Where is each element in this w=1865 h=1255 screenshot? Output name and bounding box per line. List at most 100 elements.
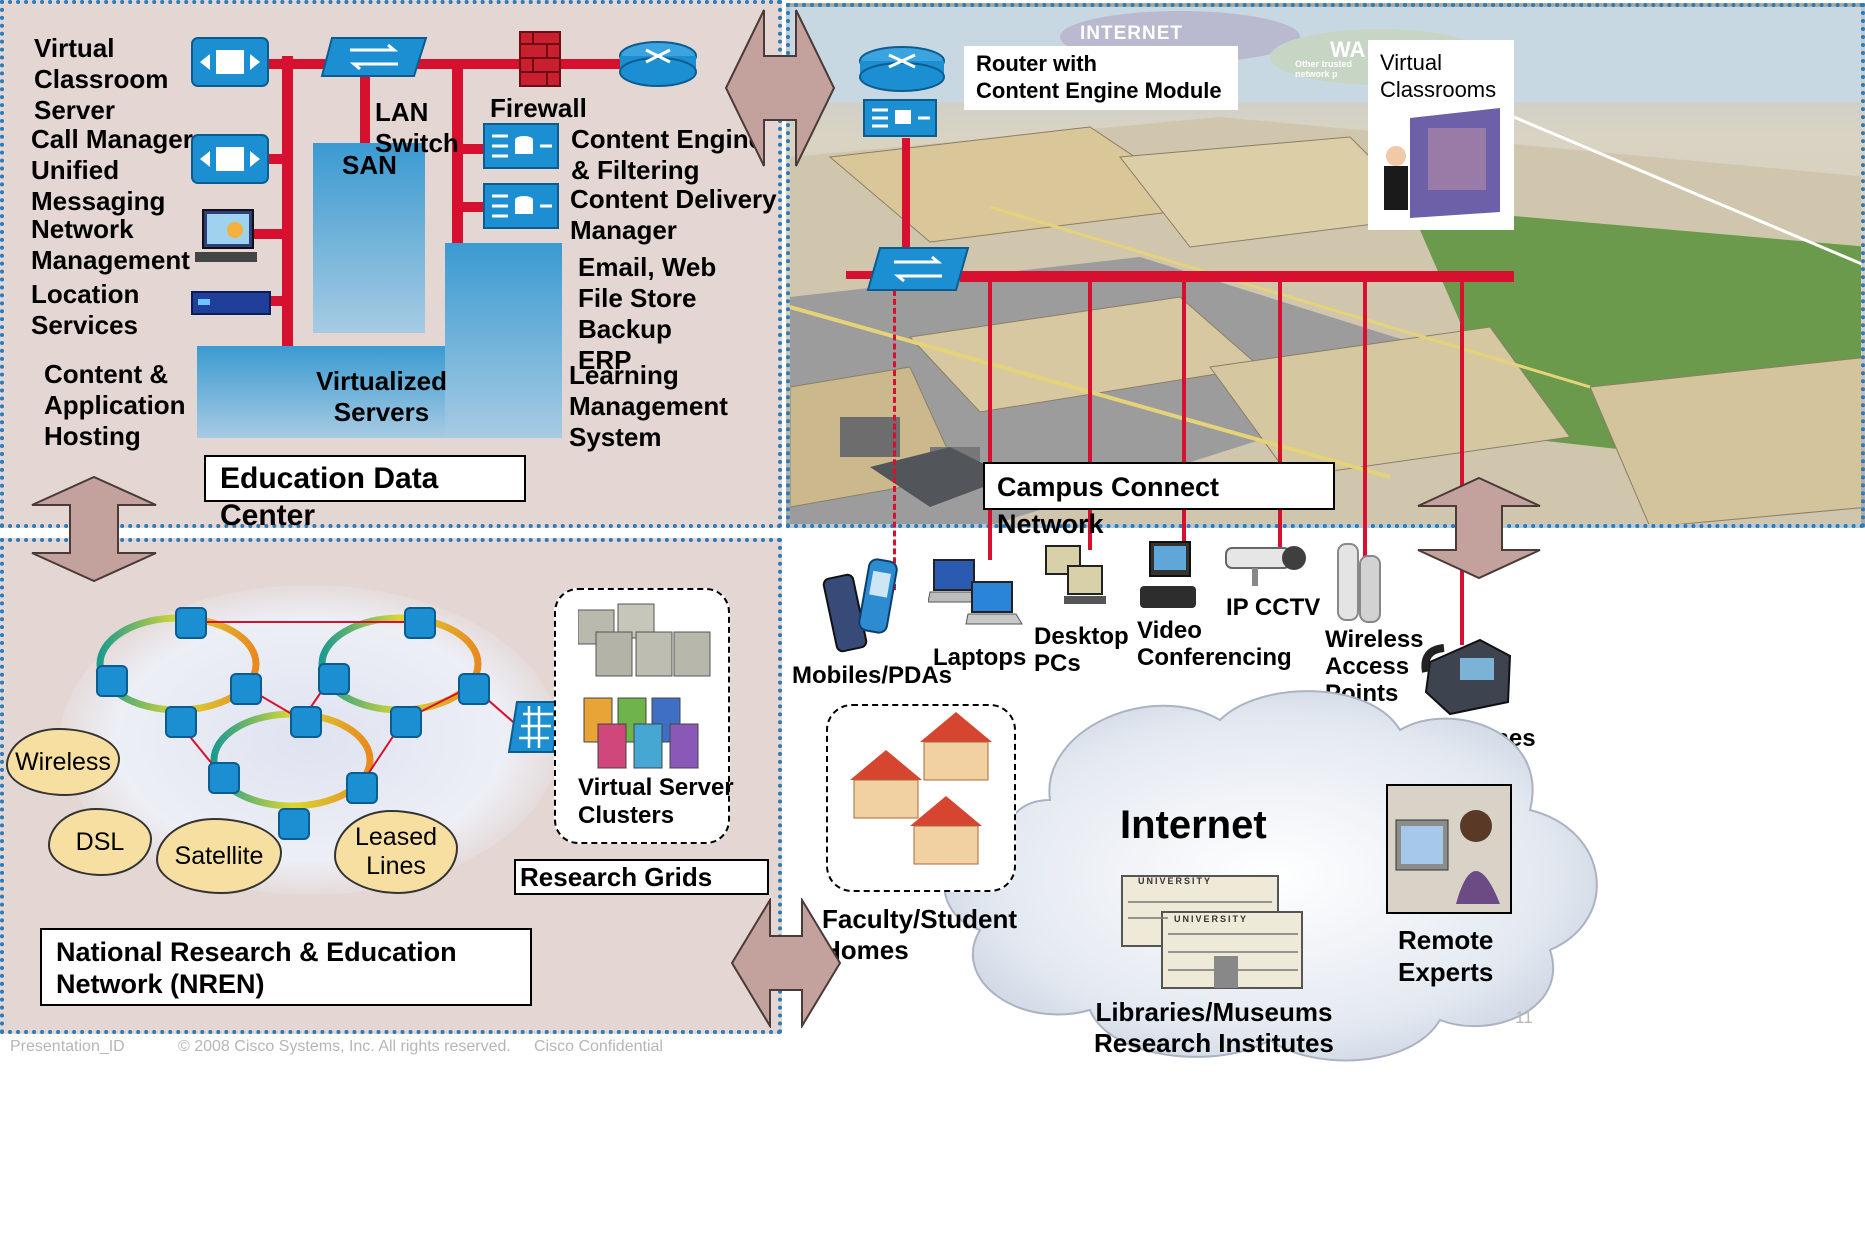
ip-phone-icon xyxy=(191,37,269,87)
laptops-icon xyxy=(928,559,1023,625)
firewall-icon xyxy=(519,31,561,87)
nren-router-node-icon xyxy=(318,663,350,695)
nren-router-node-icon xyxy=(230,673,262,705)
campus-connect-network-title: Campus Connect Network xyxy=(983,462,1335,539)
remote-expert-image xyxy=(1386,784,1512,914)
desktop-pcs-label: Desktop PCs xyxy=(1034,623,1129,677)
campus-drop-1 xyxy=(988,280,992,560)
campus-left-stub xyxy=(846,271,876,279)
virtualized-servers-label: Virtualized Servers xyxy=(316,366,448,427)
content-delivery-manager-icon xyxy=(483,183,559,229)
nren-router-node-icon xyxy=(96,665,128,697)
virtualized-servers-block xyxy=(197,346,445,438)
footer-copyright: © 2008 Cisco Systems, Inc. All rights re… xyxy=(178,1038,511,1055)
content-delivery-label: Content Delivery Manager xyxy=(570,184,777,245)
dc-link-ce xyxy=(455,144,495,154)
app-servers-block xyxy=(445,243,562,438)
server-rack-icons xyxy=(578,603,711,769)
virtual-server-clusters-label: Virtual Server Clusters xyxy=(578,774,734,829)
network-management-computer-icon xyxy=(195,209,257,262)
double-arrow-datacenter-campus-icon xyxy=(724,9,836,167)
lms-label: Learning Management System xyxy=(569,360,728,452)
leased-lines-cloud: Leased Lines xyxy=(334,810,458,894)
content-engine-icon xyxy=(483,123,559,169)
apps-label: Email, Web File Store Backup ERP xyxy=(578,252,717,375)
nren-router-node-icon xyxy=(208,762,240,794)
university-sign-back: UNIVERSITY xyxy=(1138,876,1213,886)
ip-cctv-label: IP CCTV xyxy=(1226,594,1321,621)
nren-router-node-icon xyxy=(346,772,378,804)
wireless-cloud: Wireless xyxy=(6,728,120,796)
education-data-center-title: Education Data Center xyxy=(204,455,526,532)
dc-link-netmgmt xyxy=(240,229,290,239)
video-conferencing-label: Video Conferencing xyxy=(1137,617,1292,671)
dc-link-cdm xyxy=(455,202,495,212)
content-hosting-label: Content & Application Hosting xyxy=(44,359,186,451)
dc-switch-down xyxy=(360,70,370,148)
nren-router-node-icon xyxy=(404,607,436,639)
dc-top-link xyxy=(238,59,628,69)
lan-switch-icon xyxy=(320,37,428,77)
firewall-label: Firewall xyxy=(490,93,587,123)
wireless-access-point-icon xyxy=(1337,543,1381,623)
router-content-engine-label: Router with Content Engine Module xyxy=(964,46,1238,110)
router-icon xyxy=(619,41,697,87)
satellite-cloud: Satellite xyxy=(156,818,282,894)
campus-drop-5 xyxy=(1363,280,1367,600)
san-storage xyxy=(313,143,425,333)
dsl-cloud: DSL xyxy=(48,808,152,876)
campus-drop-6 xyxy=(1460,280,1464,645)
desktop-pcs-icon xyxy=(1045,545,1106,604)
university-buildings-icon xyxy=(1121,875,1303,989)
wan-banner: WA xyxy=(1330,37,1366,62)
call-manager-label: Call Manager Unified Messaging xyxy=(31,124,193,216)
call-manager-icon xyxy=(191,134,269,184)
double-arrow-nren-internet-icon xyxy=(730,898,842,1028)
footer-page-number: 11 xyxy=(1515,1008,1533,1027)
faculty-student-homes-label: Faculty/Student Homes xyxy=(822,904,1018,965)
nren-router-node-icon xyxy=(175,607,207,639)
location-appliance-icon xyxy=(191,291,271,315)
research-grids-label: Research Grids xyxy=(514,859,769,895)
campus-switch-icon xyxy=(866,247,970,291)
libraries-museums-label: Libraries/Museums Research Institutes xyxy=(1094,997,1334,1058)
campus-router-icon xyxy=(859,46,945,92)
internet-banner: INTERNET xyxy=(1080,23,1183,44)
video-conferencing-icon xyxy=(1140,541,1196,608)
lan-switch-label: LAN Switch xyxy=(375,97,459,158)
nren-router-node-icon xyxy=(278,808,310,840)
houses-icon xyxy=(850,712,992,865)
atm-switch-icon xyxy=(507,701,563,753)
dc-backbone-vertical xyxy=(282,56,293,348)
network-management-label: Network Management xyxy=(31,214,190,275)
location-services-label: Location Services xyxy=(31,279,140,340)
mobile-pda-icon xyxy=(822,558,898,653)
mobiles-pdas-label: Mobiles/PDAs xyxy=(792,662,953,689)
campus-router-downlink xyxy=(902,138,910,258)
wireless-access-points-label: Wireless Access Points xyxy=(1325,626,1424,707)
campus-drop-2 xyxy=(1088,280,1092,550)
nren-router-node-icon xyxy=(458,673,490,705)
university-sign-front: UNIVERSITY xyxy=(1174,914,1249,924)
footer-confidential: Cisco Confidential xyxy=(534,1038,663,1055)
nren-router-node-icon xyxy=(390,706,422,738)
virtual-classroom-server-label: Virtual Classroom Server xyxy=(34,33,169,125)
campus-wireless-dashed-link xyxy=(893,290,896,590)
footer-presentation-id: Presentation_ID xyxy=(10,1038,125,1055)
laptops-label: Laptops xyxy=(933,644,1027,671)
san-label: SAN xyxy=(342,150,397,180)
internet-label: Internet xyxy=(1120,803,1267,847)
virtual-classroom-image xyxy=(1384,108,1500,218)
ip-phones-icon xyxy=(1421,638,1512,716)
campus-drop-4 xyxy=(1278,280,1282,550)
wan-subtitle: Other trusted network p xyxy=(1295,59,1353,79)
dc-right-vertical xyxy=(452,63,463,246)
nren-router-node-icon xyxy=(290,706,322,738)
virtual-classrooms-label: Virtual Classrooms xyxy=(1380,50,1497,102)
campus-backbone xyxy=(960,271,1514,282)
campus-drop-3 xyxy=(1182,280,1186,545)
double-arrow-campus-internet-icon xyxy=(1417,476,1541,580)
nren-router-node-icon xyxy=(165,706,197,738)
nren-title: National Research & Education Network (N… xyxy=(40,928,532,1006)
ip-cctv-camera-icon xyxy=(1225,546,1306,586)
